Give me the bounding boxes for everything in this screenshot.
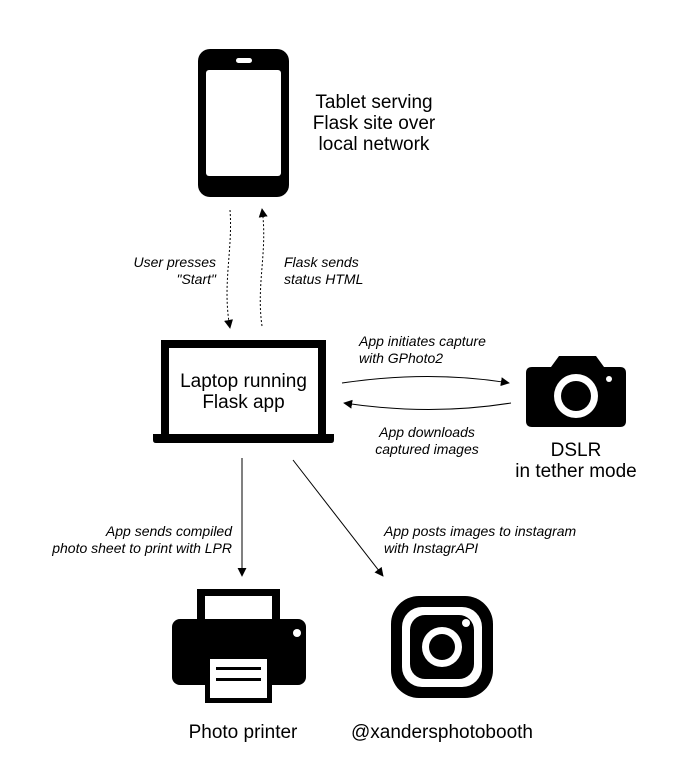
laptop-icon	[153, 340, 334, 443]
flask-status-label: Flask sends status HTML	[284, 254, 364, 287]
instagram-label: @xandersphotobooth	[351, 722, 533, 743]
download-arrow	[343, 399, 512, 410]
printer-label: Photo printer	[188, 722, 298, 743]
instagram-post-label: App posts images to instagram with Insta…	[384, 523, 577, 556]
printer-icon	[172, 589, 306, 703]
camera-icon	[526, 356, 626, 427]
dslr-label: DSLR in tether mode	[515, 440, 637, 482]
capture-label: App initiates capture with GPhoto2	[359, 333, 486, 366]
laptop-label: Laptop running Flask app	[180, 371, 307, 413]
flask-status-arrow	[258, 208, 268, 327]
instagram-icon	[391, 596, 493, 698]
user-start-label: User presses "Start"	[133, 254, 216, 287]
capture-arrow	[341, 376, 510, 387]
instagram-arrow	[292, 459, 384, 577]
download-label: App downloads captured images	[375, 424, 479, 457]
user-start-arrow	[224, 209, 233, 329]
tablet-icon	[198, 49, 289, 197]
tablet-label: Tablet serving Flask site over local net…	[312, 92, 436, 155]
print-label: App sends compiled photo sheet to print …	[52, 523, 232, 556]
